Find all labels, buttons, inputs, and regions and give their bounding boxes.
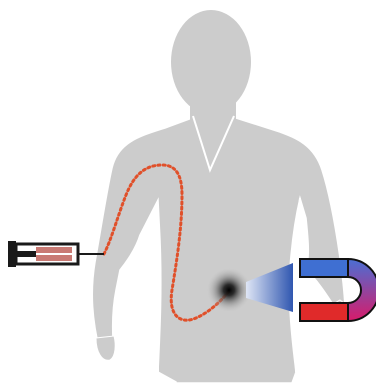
magnet-pole-bottom <box>300 303 348 321</box>
head <box>171 10 251 114</box>
left-arm-line <box>140 235 158 372</box>
torso-silhouette <box>92 118 345 383</box>
syringe-icon <box>8 241 104 267</box>
left-hand <box>96 336 115 360</box>
human-silhouette <box>92 10 348 383</box>
magnet-pole-top <box>300 259 348 277</box>
targeted-hotspot <box>207 268 251 312</box>
right-arm-line <box>295 198 300 372</box>
